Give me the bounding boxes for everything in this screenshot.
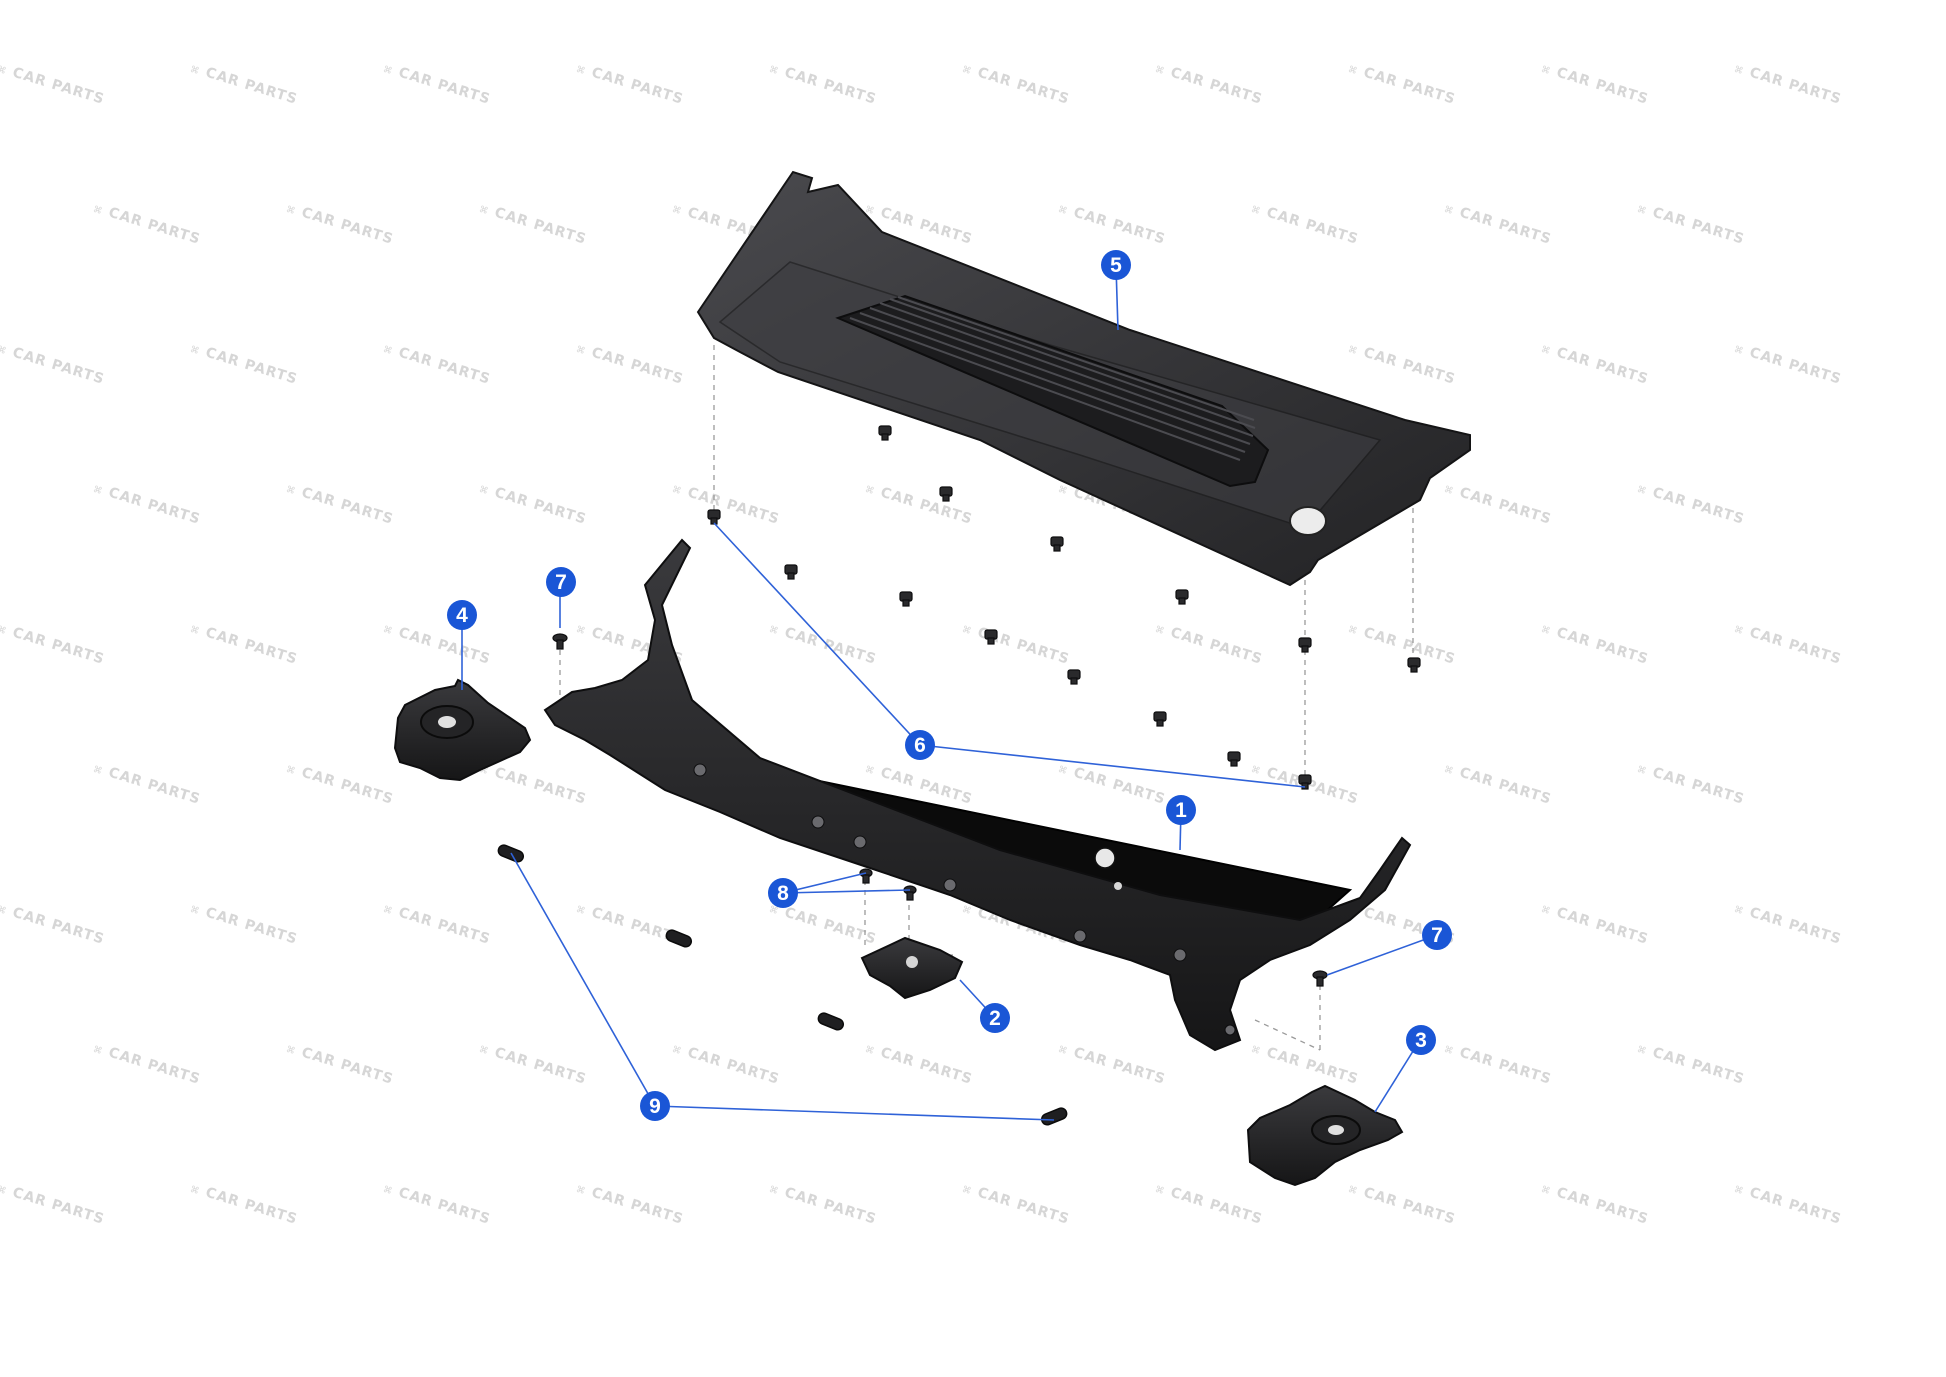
- svg-text:4: 4: [456, 604, 468, 627]
- center-mount: [860, 936, 964, 1000]
- svg-text:7: 7: [555, 571, 567, 594]
- grommet: [817, 1012, 845, 1031]
- svg-text:7: 7: [1431, 924, 1443, 947]
- bracket-mount-holes: [693, 763, 1236, 1036]
- push-clip: [1153, 711, 1167, 727]
- push-clip: [1067, 669, 1081, 685]
- svg-text:6: 6: [914, 734, 926, 757]
- leader-lines: [461, 265, 1438, 1121]
- push-clip: [1050, 536, 1064, 552]
- callout-1: 1: [1166, 795, 1196, 825]
- bolt-left: [552, 633, 568, 650]
- push-clip: [1175, 589, 1189, 605]
- callout-7-left: 7: [546, 567, 576, 597]
- left-mount: [393, 678, 532, 782]
- svg-text:8: 8: [777, 882, 789, 905]
- center-bolt: [859, 868, 873, 884]
- callout-2: 2: [980, 1003, 1010, 1033]
- cowl-panel-bracket: [543, 538, 1412, 1052]
- callout-7-right: 7: [1422, 920, 1452, 950]
- svg-text:2: 2: [989, 1007, 1001, 1030]
- callout-4: 4: [447, 600, 477, 630]
- right-mount: [1246, 1084, 1404, 1187]
- cowl-vent-grille: [696, 170, 1471, 587]
- push-clip: [939, 486, 953, 502]
- svg-text:9: 9: [649, 1095, 661, 1118]
- svg-text:3: 3: [1415, 1029, 1427, 1052]
- grommet: [665, 929, 693, 948]
- callout-8: 8: [768, 878, 798, 908]
- push-clip: [1298, 637, 1312, 653]
- push-clip: [984, 629, 998, 645]
- push-clip: [784, 564, 798, 580]
- push-clip: [1407, 657, 1421, 673]
- callout-9: 9: [640, 1091, 670, 1121]
- callout-3: 3: [1406, 1025, 1436, 1055]
- callout-5: 5: [1101, 250, 1131, 280]
- callout-6: 6: [905, 730, 935, 760]
- push-clip: [707, 509, 721, 525]
- rubber-grommets: [497, 844, 1068, 1126]
- callouts: 5 1 2 3 4 6 7 7: [447, 250, 1452, 1121]
- push-clip: [1227, 751, 1241, 767]
- push-clip: [878, 425, 892, 441]
- center-bolt: [903, 885, 917, 901]
- push-clip: [899, 591, 913, 607]
- svg-text:5: 5: [1110, 254, 1122, 277]
- grommet: [1040, 1107, 1068, 1126]
- grille-slats: [849, 296, 1256, 461]
- push-clips: [707, 425, 1421, 790]
- washer-nozzle-hole: [1289, 506, 1327, 536]
- svg-text:1: 1: [1175, 799, 1187, 822]
- bolt-right: [1312, 970, 1328, 987]
- bolts: [552, 633, 1328, 987]
